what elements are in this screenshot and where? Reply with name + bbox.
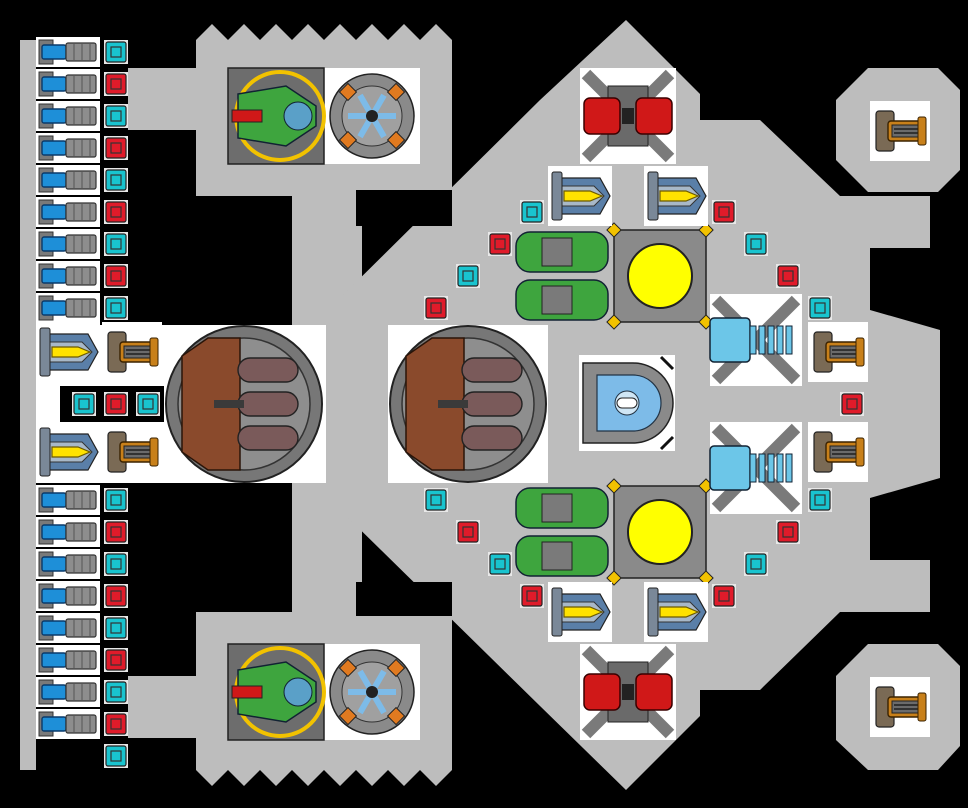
missile-launcher-icon[interactable] bbox=[547, 165, 613, 227]
red-armor-block[interactable] bbox=[104, 648, 128, 672]
cyan-armor-block[interactable] bbox=[104, 552, 128, 576]
power-core-icon[interactable] bbox=[606, 478, 714, 586]
shield-generator-icon[interactable] bbox=[329, 73, 415, 159]
cyan-armor-block[interactable] bbox=[104, 168, 128, 192]
red-armor-block[interactable] bbox=[712, 200, 736, 224]
cyan-armor-block[interactable] bbox=[104, 680, 128, 704]
bridge-icon[interactable] bbox=[579, 355, 675, 451]
artillery-icon[interactable] bbox=[389, 325, 547, 483]
thruster-icon[interactable] bbox=[35, 516, 101, 548]
cannon-icon[interactable] bbox=[869, 100, 931, 162]
thruster-icon[interactable] bbox=[35, 100, 101, 132]
thruster-icon[interactable] bbox=[35, 68, 101, 100]
thruster-icon[interactable] bbox=[35, 676, 101, 708]
cyan-armor-block[interactable] bbox=[104, 296, 128, 320]
cannon-icon[interactable] bbox=[869, 676, 931, 738]
red-armor-block[interactable] bbox=[840, 392, 864, 416]
red-armor-block[interactable] bbox=[104, 392, 128, 416]
red-armor-block[interactable] bbox=[104, 200, 128, 224]
cyan-armor-block[interactable] bbox=[744, 552, 768, 576]
thruster-icon[interactable] bbox=[35, 260, 101, 292]
cannon-icon[interactable] bbox=[101, 421, 163, 483]
cyan-armor-block[interactable] bbox=[488, 552, 512, 576]
cyan-armor-block[interactable] bbox=[104, 232, 128, 256]
thruster-icon[interactable] bbox=[35, 708, 101, 740]
laser-turret-modules[interactable] bbox=[580, 68, 676, 740]
red-armor-block[interactable] bbox=[104, 136, 128, 160]
missile-launcher-icon[interactable] bbox=[547, 581, 613, 643]
thruster-icon[interactable] bbox=[35, 580, 101, 612]
thruster-icon[interactable] bbox=[35, 644, 101, 676]
cyan-armor-block[interactable] bbox=[136, 392, 160, 416]
thruster-column-top[interactable] bbox=[35, 36, 101, 324]
red-armor-block[interactable] bbox=[776, 520, 800, 544]
red-armor-block[interactable] bbox=[424, 296, 448, 320]
cyan-armor-block[interactable] bbox=[808, 488, 832, 512]
missile-launcher-icon[interactable] bbox=[643, 581, 709, 643]
cyan-armor-block[interactable] bbox=[744, 232, 768, 256]
railgun-icon[interactable] bbox=[709, 422, 802, 514]
power-core-icon[interactable] bbox=[606, 222, 714, 330]
red-armor-block[interactable] bbox=[712, 584, 736, 608]
artillery-icon[interactable] bbox=[165, 325, 323, 483]
thruster-column-bottom[interactable] bbox=[35, 484, 101, 740]
red-armor-block[interactable] bbox=[488, 232, 512, 256]
cannon-icon[interactable] bbox=[807, 321, 869, 383]
reactor-modules[interactable] bbox=[515, 222, 714, 586]
cyan-armor-block[interactable] bbox=[104, 40, 128, 64]
red-armor-block[interactable] bbox=[104, 520, 128, 544]
cyan-armor-block[interactable] bbox=[104, 104, 128, 128]
cannon-icon[interactable] bbox=[101, 321, 163, 383]
gyroscope-icon[interactable] bbox=[227, 643, 326, 741]
thruster-icon[interactable] bbox=[35, 36, 101, 68]
thruster-icon[interactable] bbox=[35, 132, 101, 164]
reactor-icon[interactable] bbox=[515, 487, 609, 577]
missile-launcher-icon[interactable] bbox=[35, 421, 101, 483]
cyan-armor-block[interactable] bbox=[72, 392, 96, 416]
red-armor-block[interactable] bbox=[104, 72, 128, 96]
reactor-icon[interactable] bbox=[515, 231, 609, 321]
armor-blocks[interactable] bbox=[72, 40, 864, 768]
cyan-armor-block[interactable] bbox=[424, 488, 448, 512]
thruster-icon[interactable] bbox=[35, 196, 101, 228]
red-armor-block[interactable] bbox=[104, 712, 128, 736]
red-armor-block[interactable] bbox=[520, 584, 544, 608]
artillery-turrets[interactable] bbox=[165, 325, 547, 483]
thruster-icon[interactable] bbox=[35, 612, 101, 644]
railgun-icon[interactable] bbox=[709, 294, 802, 386]
cyan-armor-block[interactable] bbox=[104, 744, 128, 768]
cyan-armor-block[interactable] bbox=[456, 264, 480, 288]
cyan-armor-block[interactable] bbox=[104, 616, 128, 640]
thruster-icon[interactable] bbox=[35, 548, 101, 580]
red-armor-block[interactable] bbox=[776, 264, 800, 288]
thruster-icon[interactable] bbox=[35, 484, 101, 516]
cannon-icon[interactable] bbox=[807, 421, 869, 483]
cyan-armor-block[interactable] bbox=[520, 200, 544, 224]
missile-launcher-icon[interactable] bbox=[35, 321, 101, 383]
laser-turret-icon[interactable] bbox=[580, 644, 676, 740]
red-armor-block[interactable] bbox=[104, 584, 128, 608]
thruster-icon[interactable] bbox=[35, 292, 101, 324]
missile-launcher-icon[interactable] bbox=[643, 165, 709, 227]
thruster-icon[interactable] bbox=[35, 228, 101, 260]
gyroscope-icon[interactable] bbox=[227, 67, 326, 165]
red-armor-block[interactable] bbox=[104, 264, 128, 288]
cyan-armor-block[interactable] bbox=[104, 488, 128, 512]
laser-turret-icon[interactable] bbox=[580, 68, 676, 164]
shield-generator-icon[interactable] bbox=[329, 649, 415, 735]
red-armor-block[interactable] bbox=[456, 520, 480, 544]
gyroscope-modules[interactable] bbox=[227, 67, 415, 741]
railgun-modules[interactable] bbox=[709, 294, 802, 514]
thruster-icon[interactable] bbox=[35, 164, 101, 196]
cyan-armor-block[interactable] bbox=[808, 296, 832, 320]
